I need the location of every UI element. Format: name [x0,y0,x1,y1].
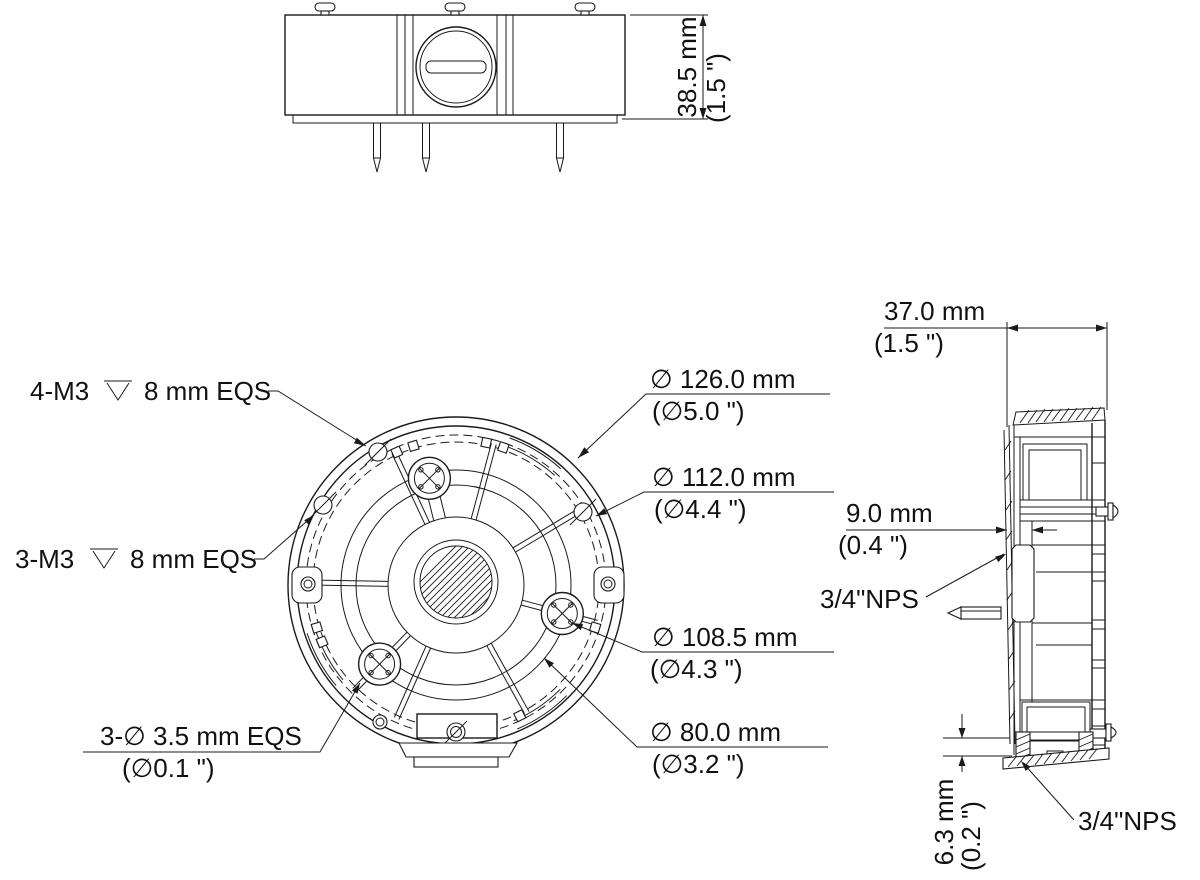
m3-holes [309,438,597,526]
screw-icon [357,642,402,686]
side-right-screw-lower [1089,723,1117,742]
callout-3-5-inch: (∅0.1 ") [122,753,215,783]
side-nps-port [1011,544,1035,623]
spokes [309,443,598,720]
callout-3-m3: 3-M3 8 mm EQS [15,514,315,574]
callout-4-m3-suffix: 8 mm EQS [144,376,271,406]
callout-dia-80: ∅ 80.0 mm (∅3.2 ") [543,657,828,779]
pointed-screws [372,122,565,173]
callout-dia-112: ∅ 112.0 mm (∅4.4 ") [595,462,834,524]
screw-icon [407,456,452,500]
nps-side-label: 3/4"NPS [820,584,919,614]
callout-nps-side: 3/4"NPS [820,553,1006,614]
bottom-foot [398,713,518,768]
dia-80-mm: ∅ 80.0 mm [650,717,781,747]
center-hole-hatch [420,546,492,618]
top-view-dividers [396,15,514,115]
dim-face-offset: 9.0 mm (0.4 ") [838,498,1057,560]
side-bottom-boss [1002,731,1110,770]
front-view: 4-M3 8 mm EQS 3-M3 8 mm EQS 3-∅ 3.5 mm E… [15,364,834,783]
m3-hole-icon [364,438,392,466]
callout-4-m3-prefix: 4-M3 [30,376,89,406]
dim-height-mm: 38.5 mm [672,16,702,117]
top-screws [314,2,596,16]
dim-bottom-thickness: 6.3 mm (0.2 ") [929,714,1012,871]
m3-hole-icon [569,498,597,526]
dim-6-3-mm: 6.3 mm [929,779,959,866]
callout-nps-bottom: 3/4"NPS [1021,761,1177,836]
screw-icon [540,591,584,636]
dia-112-mm: ∅ 112.0 mm [652,462,796,492]
m3-hole-icon [309,491,337,519]
dim-9-inch: (0.4 ") [838,530,908,560]
mounting-ears [291,566,625,730]
side-right-screw-upper [1095,502,1119,521]
dia-126-mm: ∅ 126.0 mm [650,364,795,394]
side-top-rim [1012,406,1106,426]
dim-height: 38.5 mm (1.5 ") [622,14,731,123]
bolt-circle-tabs [310,436,602,723]
large-screws [357,456,584,686]
depth-symbol-icon [90,548,118,569]
dia-112-inch: (∅4.4 ") [654,494,747,524]
dia-80-inch: (∅3.2 ") [652,749,745,779]
center-hole [413,539,499,625]
dia-108-mm: ∅ 108.5 mm [652,622,797,652]
dia-126-inch: (∅5.0 ") [652,396,745,426]
callout-3-m3-suffix: 8 mm EQS [130,544,257,574]
callout-3-m3-prefix: 3-M3 [15,544,74,574]
dim-depth: 37.0 mm (1.5 ") [874,296,1108,427]
dim-9-mm: 9.0 mm [846,498,933,528]
depth-symbol-icon [104,380,132,401]
side-pointed-screw [946,606,1002,620]
dim-depth-inch: (1.5 ") [874,328,944,358]
side-view: 37.0 mm (1.5 ") [820,296,1177,871]
dim-6-3-inch: (0.2 ") [956,801,986,871]
callout-3-dia-3-5: 3-∅ 3.5 mm EQS (∅0.1 ") [83,682,361,783]
dim-depth-mm: 37.0 mm [884,296,985,326]
nps-bottom-label: 3/4"NPS [1078,806,1177,836]
top-view: 38.5 mm (1.5 ") [284,2,731,173]
callout-dia-126: ∅ 126.0 mm (∅5.0 ") [577,364,830,459]
knob-cap [415,26,497,108]
dim-height-inch: (1.5 ") [701,53,731,123]
callout-4-m3: 4-M3 8 mm EQS [30,376,367,447]
callout-dia-108: ∅ 108.5 mm (∅4.3 ") [571,622,834,684]
dia-108-inch: (∅4.3 ") [650,654,743,684]
callout-3-5-mm: 3-∅ 3.5 mm EQS [100,721,302,751]
